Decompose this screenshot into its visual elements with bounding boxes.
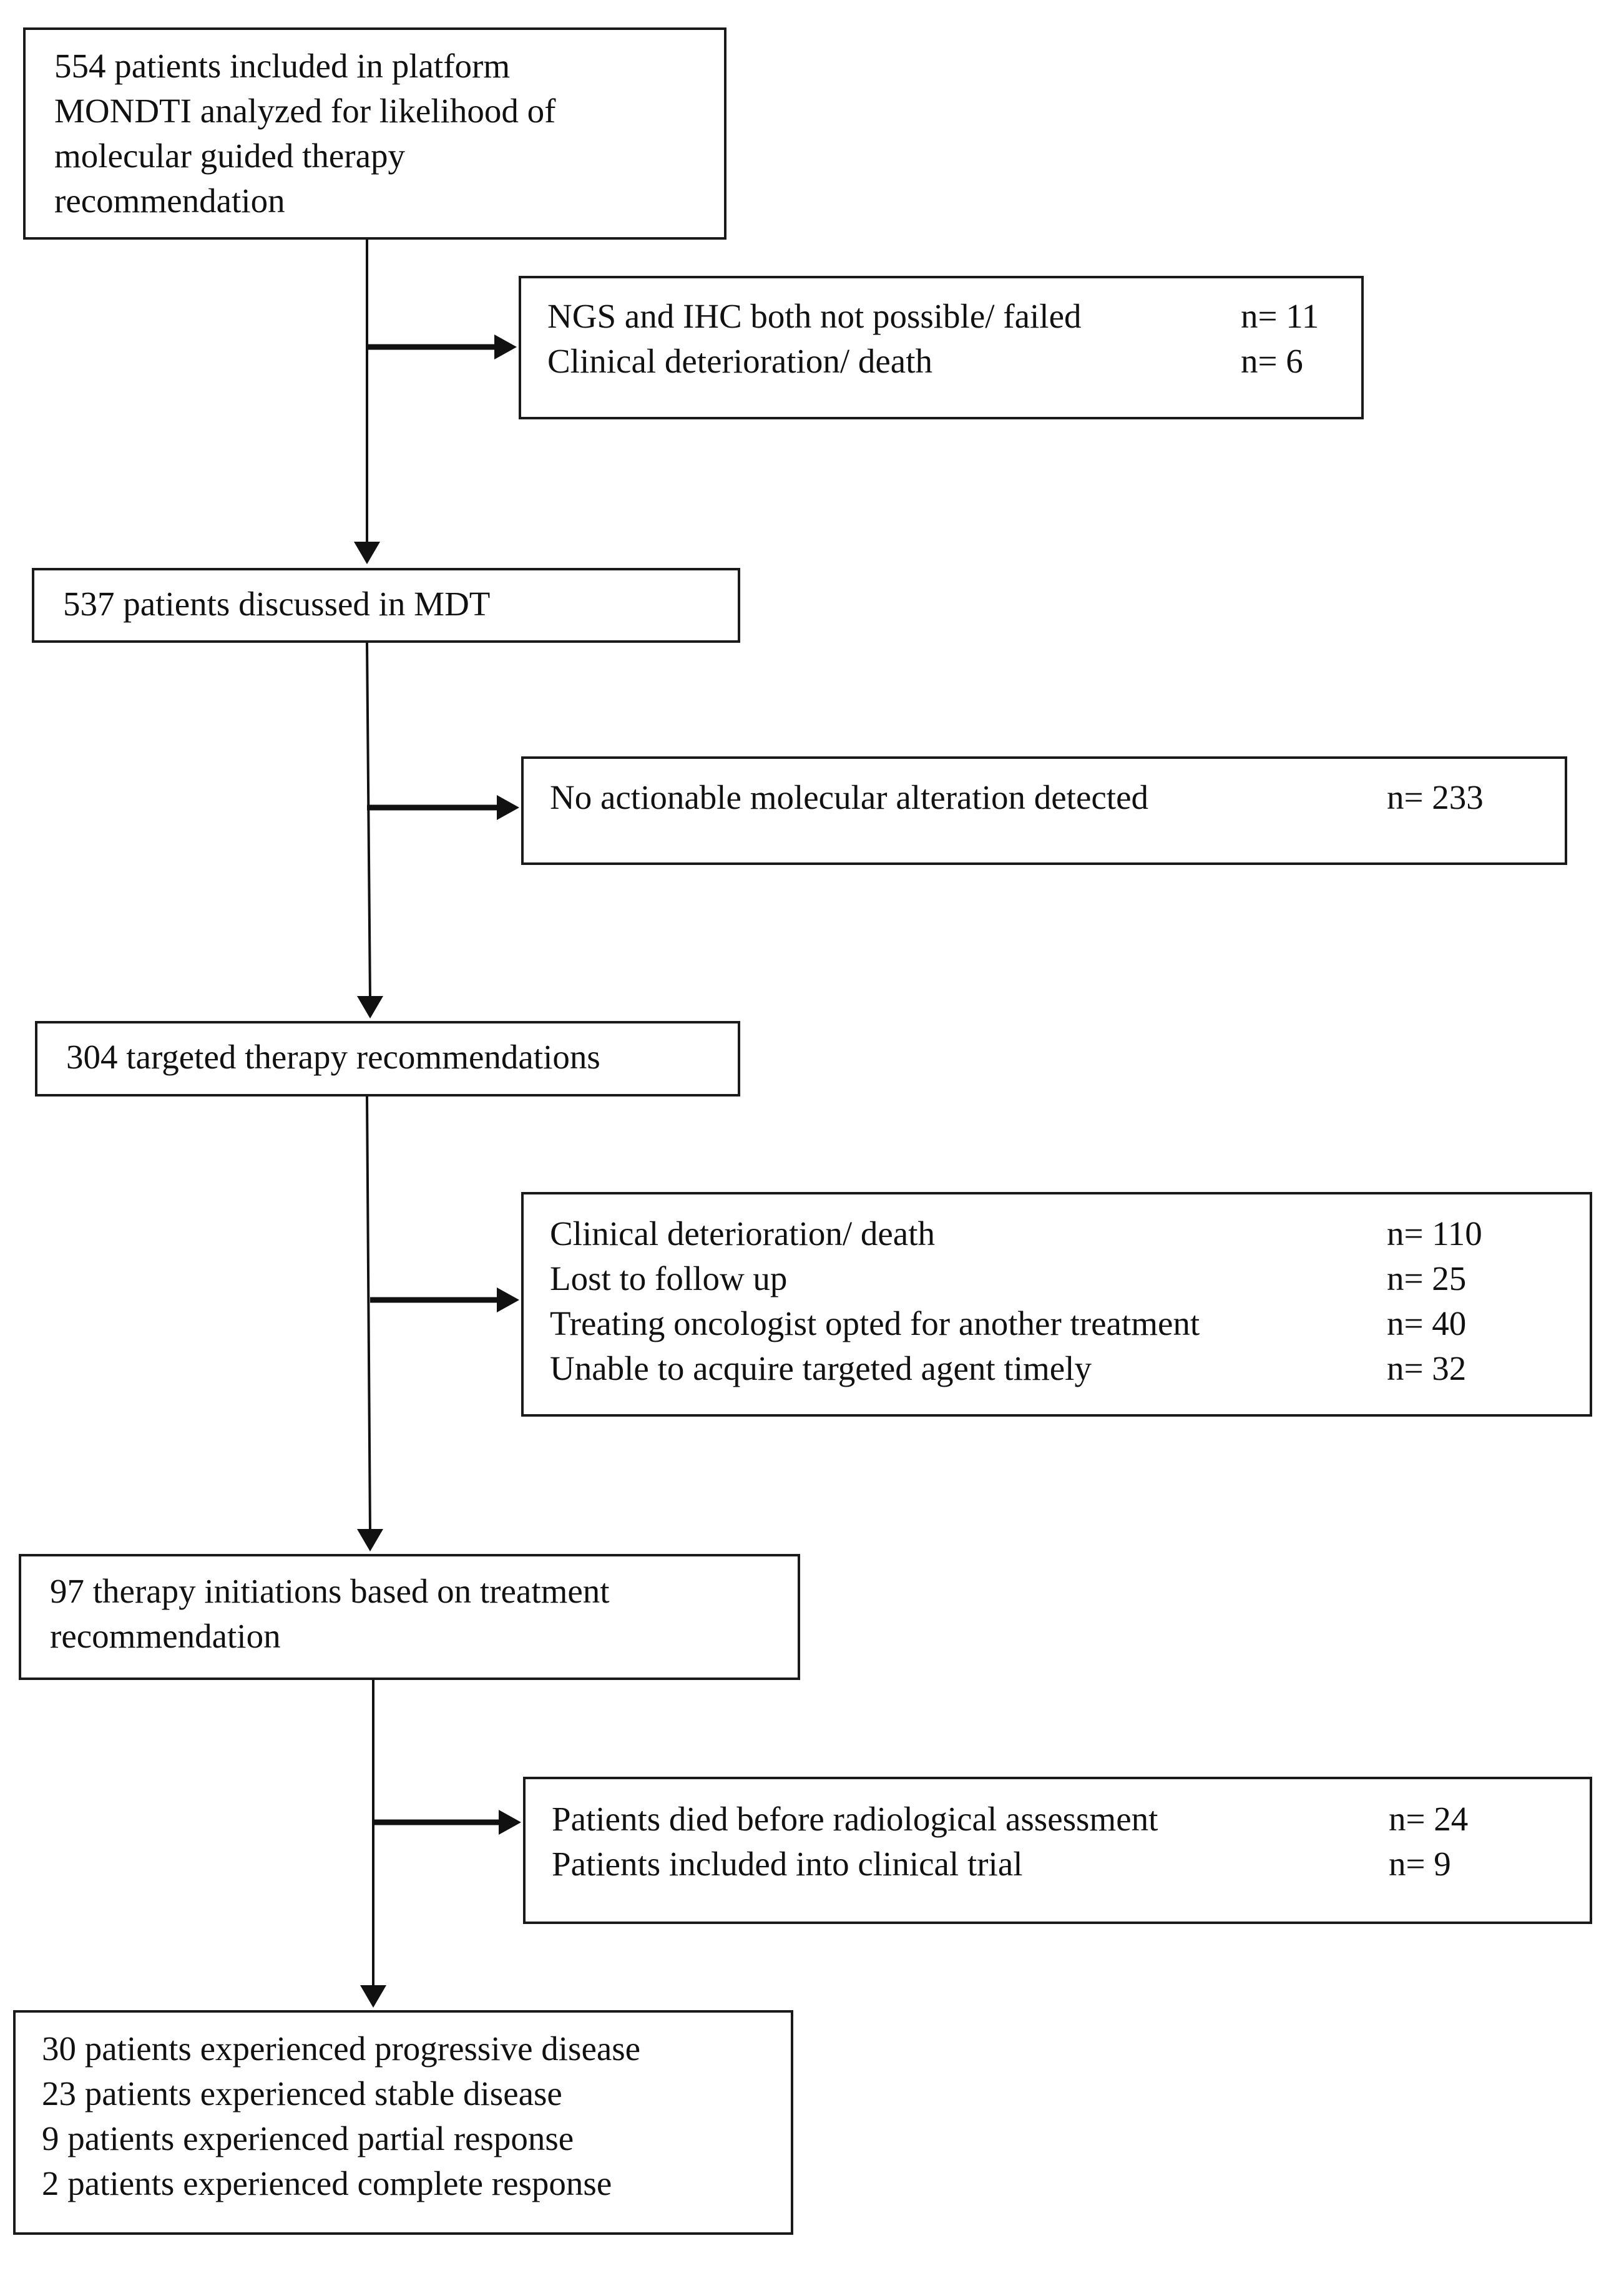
exclusion-count: n= 6 [1241, 342, 1303, 380]
trunk-line-2 [366, 642, 371, 999]
branch-arrowhead-3 [497, 1287, 519, 1312]
trunk-line-3 [366, 1096, 371, 1532]
exclusion-label: Patients died before radiological assess… [552, 1800, 1158, 1838]
outcome-line: 23 patients experienced stable disease [42, 2074, 562, 2112]
step-1-line: MONDTI analyzed for likelihood of [54, 92, 556, 130]
trunk-arrowhead-3 [357, 1529, 383, 1551]
exclusion-count: n= 25 [1387, 1259, 1467, 1297]
exclusion-count: n= 32 [1387, 1349, 1467, 1387]
exclusion-box-2: No actionable molecular alteration detec… [521, 756, 1567, 865]
outcome-line: 9 patients experienced partial response [42, 2119, 574, 2157]
exclusion-count: n= 24 [1389, 1800, 1469, 1838]
outcome-line: 30 patients experienced progressive dise… [42, 2029, 641, 2068]
exclusion-label: Lost to follow up [550, 1259, 788, 1297]
branch-arrowhead-4 [499, 1810, 521, 1835]
exclusion-count: n= 11 [1241, 297, 1319, 335]
exclusion-box-1: NGS and IHC both not possible/ failed n=… [519, 276, 1364, 419]
exclusion-label: Treating oncologist opted for another tr… [550, 1304, 1200, 1342]
exclusion-label: Patients included into clinical trial [552, 1845, 1023, 1883]
exclusion-label: Clinical deterioration/ death [547, 342, 933, 380]
exclusion-box-3: Clinical deterioration/ death n= 110 Los… [521, 1192, 1592, 1417]
trunk-arrowhead-1 [354, 542, 380, 564]
step-1-line: recommendation [54, 182, 285, 220]
outcome-line: 2 patients experienced complete response [42, 2164, 612, 2202]
step-1-line: molecular guided therapy [54, 137, 406, 175]
step-3-line: 304 targeted therapy recommendations [66, 1038, 600, 1076]
trunk-arrowhead-2 [357, 996, 383, 1018]
exclusion-label: NGS and IHC both not possible/ failed [547, 297, 1082, 335]
step-box-2: 537 patients discussed in MDT [32, 568, 740, 643]
step-box-1: 554 patients included in platform MONDTI… [23, 27, 726, 240]
exclusion-label: Clinical deterioration/ death [550, 1214, 936, 1253]
exclusion-box-4: Patients died before radiological assess… [523, 1777, 1592, 1924]
exclusion-label: Unable to acquire targeted agent timely [550, 1349, 1092, 1387]
step-box-3: 304 targeted therapy recommendations [35, 1021, 740, 1096]
outcome-box: 30 patients experienced progressive dise… [13, 2010, 793, 2235]
step-box-4: 97 therapy initiations based on treatmen… [19, 1554, 800, 1680]
exclusion-count: n= 233 [1387, 778, 1484, 816]
branch-arrowhead-1 [494, 335, 517, 359]
step-4-line: recommendation [50, 1617, 281, 1655]
step-2-line: 537 patients discussed in MDT [63, 585, 491, 623]
exclusion-count: n= 40 [1387, 1304, 1467, 1342]
step-4-line: 97 therapy initiations based on treatmen… [50, 1572, 610, 1610]
branch-arrowhead-2 [497, 795, 519, 820]
exclusion-count: n= 110 [1387, 1214, 1482, 1253]
step-1-line: 554 patients included in platform [54, 47, 511, 85]
exclusion-label: No actionable molecular alteration detec… [550, 778, 1148, 816]
exclusion-count: n= 9 [1389, 1845, 1451, 1883]
trunk-arrowhead-4 [360, 1985, 386, 2008]
